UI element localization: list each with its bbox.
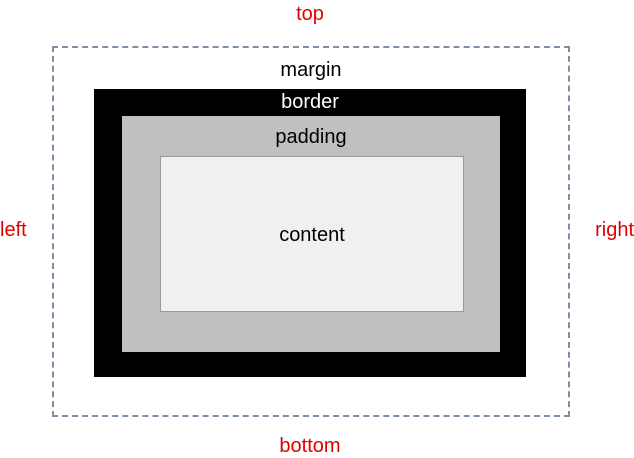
margin-box: margin [52, 46, 570, 417]
margin-label: margin [280, 59, 342, 81]
left-label: left [0, 219, 27, 241]
top-label: top [296, 3, 324, 25]
border-box: border padding content [94, 89, 526, 377]
padding-label: padding [275, 126, 347, 148]
content-box: content [160, 156, 464, 312]
border-label: border [281, 91, 339, 113]
right-label: right [595, 219, 634, 241]
content-label: content [279, 224, 345, 246]
bottom-label: bottom [279, 435, 341, 457]
padding-box: padding content [122, 116, 500, 352]
